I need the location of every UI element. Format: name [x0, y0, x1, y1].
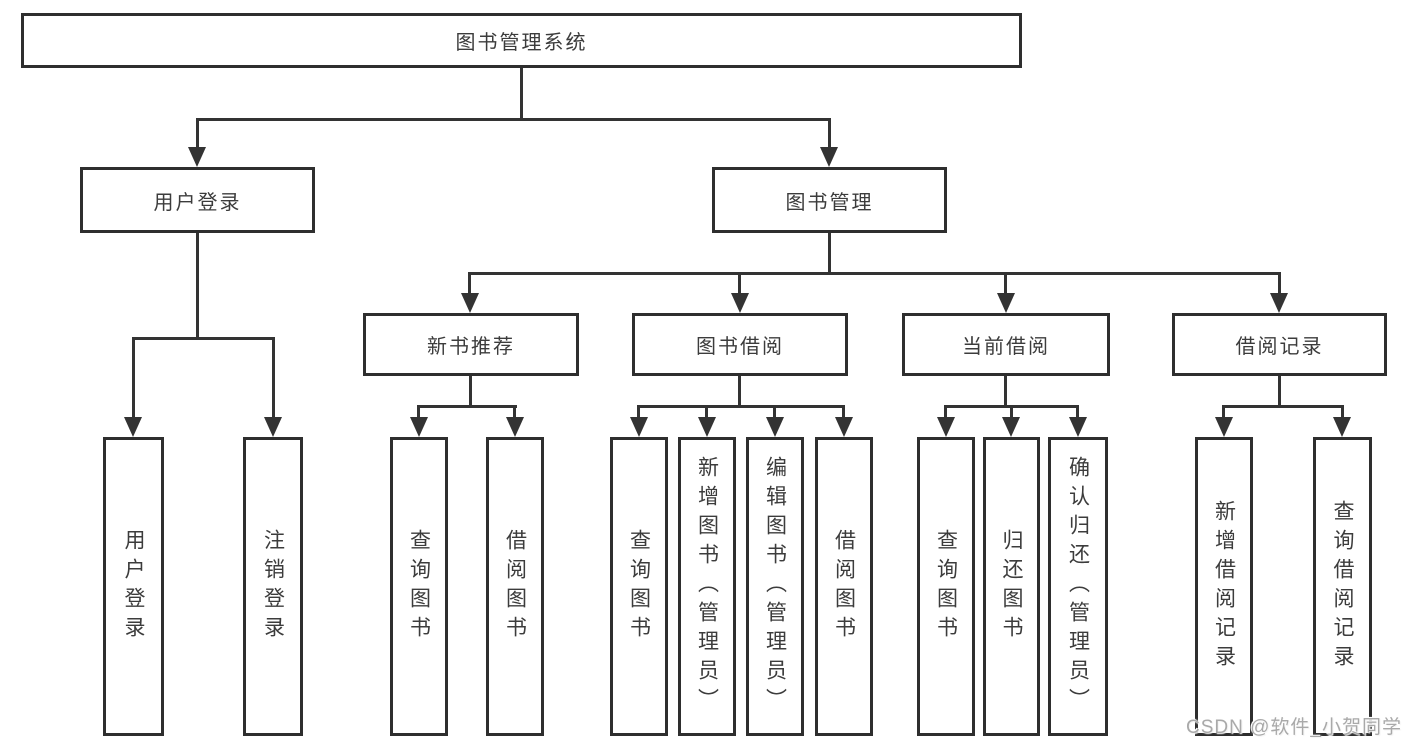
edge-to-user-login [196, 118, 199, 150]
leaf-user-login: 用户登录 [103, 437, 164, 736]
leaf-query-books-2-label: 查询图书 [627, 528, 651, 645]
leaf-edit-book-admin-label: 编辑图书（管理员） [763, 456, 787, 717]
node-book-borrow: 图书借阅 [632, 313, 848, 376]
edge-to-leaf-logout [272, 337, 275, 421]
leaf-confirm-return-admin: 确认归还（管理员） [1048, 437, 1108, 736]
edge-user-login-crossbar [132, 337, 275, 340]
arrowhead-leaf-query-books-3 [937, 417, 955, 437]
leaf-query-books-1-label: 查询图书 [407, 528, 431, 645]
edge-to-new-book-recommend [468, 272, 471, 296]
edge-root-stem [520, 66, 523, 120]
edge-new-book-recommend-stem [469, 376, 472, 407]
edge-to-leaf-confirm-return [1076, 405, 1079, 421]
leaf-borrow-books-2: 借阅图书 [815, 437, 873, 736]
arrowhead-leaf-user-login [124, 417, 142, 437]
arrowhead-leaf-query-books-1 [410, 417, 428, 437]
arrowhead-new-book-recommend [461, 293, 479, 313]
edge-book-borrow-stem [738, 376, 741, 407]
arrowhead-leaf-query-books-2 [630, 417, 648, 437]
arrowhead-leaf-query-borrow-record [1333, 417, 1351, 437]
edge-user-login-stem [196, 233, 199, 339]
leaf-query-borrow-record-label: 查询借阅记录 [1331, 499, 1354, 674]
csdn-watermark: CSDN @软件_小贺同学 [1186, 717, 1402, 738]
arrowhead-to-user-login [188, 147, 206, 167]
edge-root-crossbar [196, 118, 831, 121]
leaf-query-books-1: 查询图书 [390, 437, 448, 736]
edge-new-book-recommend-crossbar [417, 405, 517, 408]
leaf-return-book: 归还图书 [983, 437, 1040, 736]
leaf-confirm-return-admin-label: 确认归还（管理员） [1066, 456, 1090, 717]
edge-book-management-crossbar [468, 272, 1281, 275]
edge-book-borrow-crossbar [637, 405, 845, 408]
arrowhead-borrow-records [1270, 293, 1288, 313]
node-new-book-recommend-label: 新书推荐 [427, 336, 515, 358]
leaf-return-book-label: 归还图书 [1000, 528, 1023, 645]
leaf-query-books-3: 查询图书 [917, 437, 975, 736]
node-new-book-recommend: 新书推荐 [363, 313, 579, 376]
edge-to-leaf-borrow-books-1 [513, 405, 516, 421]
node-book-management: 图书管理 [712, 167, 947, 233]
arrowhead-leaf-add-borrow-record [1215, 417, 1233, 437]
arrowhead-leaf-add-book [698, 417, 716, 437]
edge-borrow-records-crossbar [1222, 405, 1344, 408]
edge-borrow-records-stem [1278, 376, 1281, 407]
arrowhead-leaf-logout [264, 417, 282, 437]
edge-to-leaf-query-borrow-record [1341, 405, 1344, 421]
node-borrow-records: 借阅记录 [1172, 313, 1387, 376]
edge-to-leaf-user-login [132, 337, 135, 421]
node-root-library-system: 图书管理系统 [21, 13, 1022, 68]
leaf-borrow-books-1-label: 借阅图书 [503, 528, 527, 645]
edge-to-book-management [828, 118, 831, 150]
edge-to-leaf-edit-book [773, 405, 776, 421]
leaf-user-login-label: 用户登录 [122, 528, 145, 645]
edge-book-management-stem [828, 233, 831, 275]
leaf-add-book-admin-label: 新增图书（管理员） [695, 456, 719, 717]
edge-to-leaf-add-book [705, 405, 708, 421]
arrowhead-leaf-return-book [1002, 417, 1020, 437]
arrowhead-leaf-borrow-books-1 [506, 417, 524, 437]
leaf-edit-book-admin: 编辑图书（管理员） [746, 437, 804, 736]
edge-to-leaf-query-books-1 [417, 405, 420, 421]
leaf-logout: 注销登录 [243, 437, 303, 736]
arrowhead-current-borrow [997, 293, 1015, 313]
edge-to-leaf-borrow-books-2 [842, 405, 845, 421]
leaf-borrow-books-1: 借阅图书 [486, 437, 544, 736]
node-user-login-label: 用户登录 [153, 191, 242, 214]
leaf-query-books-2: 查询图书 [610, 437, 668, 736]
node-book-borrow-label: 图书借阅 [696, 336, 784, 358]
arrowhead-leaf-edit-book [766, 417, 784, 437]
leaf-query-books-3-label: 查询图书 [934, 528, 958, 645]
edge-current-borrow-stem [1004, 376, 1007, 407]
edge-to-leaf-return-book [1010, 405, 1013, 421]
edge-to-leaf-add-borrow-record [1222, 405, 1225, 421]
leaf-borrow-books-2-label: 借阅图书 [832, 528, 856, 645]
arrowhead-to-book-management [820, 147, 838, 167]
node-current-borrow-label: 当前借阅 [962, 336, 1050, 358]
leaf-logout-label: 注销登录 [261, 528, 285, 645]
edge-to-leaf-query-books-3 [944, 405, 947, 421]
arrowhead-book-borrow [731, 293, 749, 313]
node-borrow-records-label: 借阅记录 [1235, 336, 1324, 358]
arrowhead-leaf-borrow-books-2 [835, 417, 853, 437]
arrowhead-leaf-confirm-return [1069, 417, 1087, 437]
node-root-label: 图书管理系统 [455, 32, 588, 54]
edge-to-leaf-query-books-2 [637, 405, 640, 421]
leaf-add-borrow-record-label: 新增借阅记录 [1212, 499, 1236, 674]
node-user-login: 用户登录 [80, 167, 315, 233]
leaf-add-borrow-record: 新增借阅记录 [1195, 437, 1253, 736]
edge-to-book-borrow [738, 272, 741, 296]
edge-to-borrow-records [1278, 272, 1281, 296]
node-book-management-label: 图书管理 [785, 191, 874, 214]
edge-to-current-borrow [1004, 272, 1007, 296]
leaf-query-borrow-record: 查询借阅记录 [1313, 437, 1372, 736]
node-current-borrow: 当前借阅 [902, 313, 1110, 376]
leaf-add-book-admin: 新增图书（管理员） [678, 437, 736, 736]
